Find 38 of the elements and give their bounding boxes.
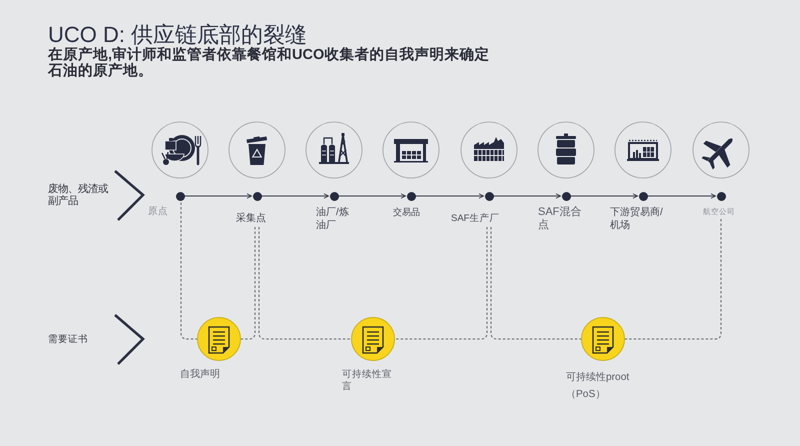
certificate-label: 自我声明 <box>180 368 220 381</box>
certificate-circle <box>581 317 625 361</box>
stage-label: 原点 <box>148 206 168 218</box>
dashed-line <box>394 226 488 340</box>
arrow <box>415 193 484 199</box>
row-label: 废物、残渣或副产品 <box>48 184 109 208</box>
stage-label: 油厂/炼油厂 <box>316 206 350 232</box>
title: UCO D: 供应链底部的裂缝 <box>48 21 308 47</box>
dashed-line <box>258 226 352 340</box>
certificate-label: 可持续性宣言 <box>342 369 392 393</box>
dot <box>638 192 648 200</box>
dashed-line <box>240 226 256 340</box>
dot <box>484 192 494 200</box>
dot <box>716 192 726 200</box>
stage-label: SAF混合点 <box>538 206 582 232</box>
arrow <box>261 193 329 199</box>
dot <box>330 192 338 200</box>
stage-label: 下游贸易商/机场 <box>610 206 664 232</box>
arrow <box>338 193 406 199</box>
arrow <box>184 193 252 199</box>
certificate-circle <box>197 317 241 361</box>
stage-label: SAF生产厂 <box>451 213 500 225</box>
dashed-line <box>624 218 722 340</box>
arrow <box>570 193 638 199</box>
stage-label: 采集点 <box>236 213 266 225</box>
dashed-line <box>490 226 582 340</box>
subtitle: 在原产地,审计师和监管者依靠餐馆和UCO收集者的自我声明来确定石油的原产地。 <box>48 48 490 79</box>
dashed-line <box>180 202 198 340</box>
dot <box>176 192 184 200</box>
certificate-circle <box>351 317 395 361</box>
arrow <box>647 193 716 199</box>
row-label: 需要证书 <box>48 334 88 346</box>
dot <box>562 192 570 200</box>
dot <box>252 192 262 200</box>
stage-label: 交易品 <box>393 206 420 218</box>
dot <box>406 192 416 200</box>
certificate-label: 可持续性proot（PoS） <box>566 370 630 402</box>
arrow <box>493 193 561 199</box>
